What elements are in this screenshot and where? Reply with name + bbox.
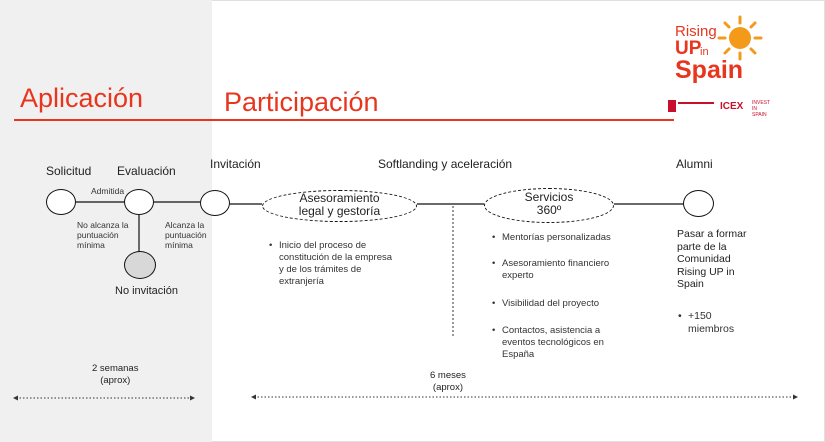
icex-logo: ICEX xyxy=(720,101,744,112)
stage-evaluacion: Evaluación xyxy=(117,164,176,178)
node-alumni xyxy=(683,190,714,217)
government-logo xyxy=(668,100,716,114)
logo-line-spain: Spain xyxy=(675,56,744,84)
duration-short-label: 2 semanas (aprox) xyxy=(92,363,139,386)
stage-invitacion: Invitación xyxy=(210,157,261,171)
ellipse-servicios xyxy=(484,188,614,223)
label-admitida: Admitida xyxy=(91,186,125,196)
node-solicitud xyxy=(46,189,76,215)
asesoramiento-title: Asesoramiento legal y gestoría xyxy=(298,191,381,218)
ellipse-asesoramiento xyxy=(262,190,417,222)
node-evaluacion xyxy=(124,189,154,215)
alumni-text: Pasar a formar parte de la Comunidad Ris… xyxy=(677,228,747,290)
label-no-invitacion: No invitación xyxy=(115,285,178,297)
invest-logo: INVEST IN SPAIN xyxy=(752,100,770,118)
logo-line-rising: Rising xyxy=(675,23,717,40)
servicios-title: Servicios 360º xyxy=(524,190,574,217)
heading-participacion: Participación xyxy=(224,87,379,117)
heading-aplicacion: Aplicación xyxy=(20,83,144,113)
application-phase-background xyxy=(0,0,212,442)
heading-underline xyxy=(14,119,674,121)
label-alcanza: Alcanza la puntuación mínima xyxy=(165,220,207,250)
stage-solicitud: Solicitud xyxy=(46,164,92,178)
node-no-invitacion xyxy=(124,251,156,279)
logo-line-up: UP xyxy=(675,38,702,59)
stage-softlanding: Softlanding y aceleración xyxy=(378,157,513,171)
sun-icon xyxy=(717,15,763,61)
duration-long-label: 6 meses (aprox) xyxy=(430,370,466,393)
logo-line-in: in xyxy=(700,46,709,58)
servicios-bullet-3: •Visibilidad del proyecto xyxy=(492,298,599,309)
label-no-alcanza: No alcanza la puntuación mínima xyxy=(77,220,129,250)
node-invitacion xyxy=(200,190,230,216)
asesoramiento-bullet: • Inicio del proceso de constitución de … xyxy=(269,240,393,287)
stage-alumni: Alumni xyxy=(676,157,713,171)
servicios-bullet-1: •Mentorías personalizadas xyxy=(492,232,611,243)
